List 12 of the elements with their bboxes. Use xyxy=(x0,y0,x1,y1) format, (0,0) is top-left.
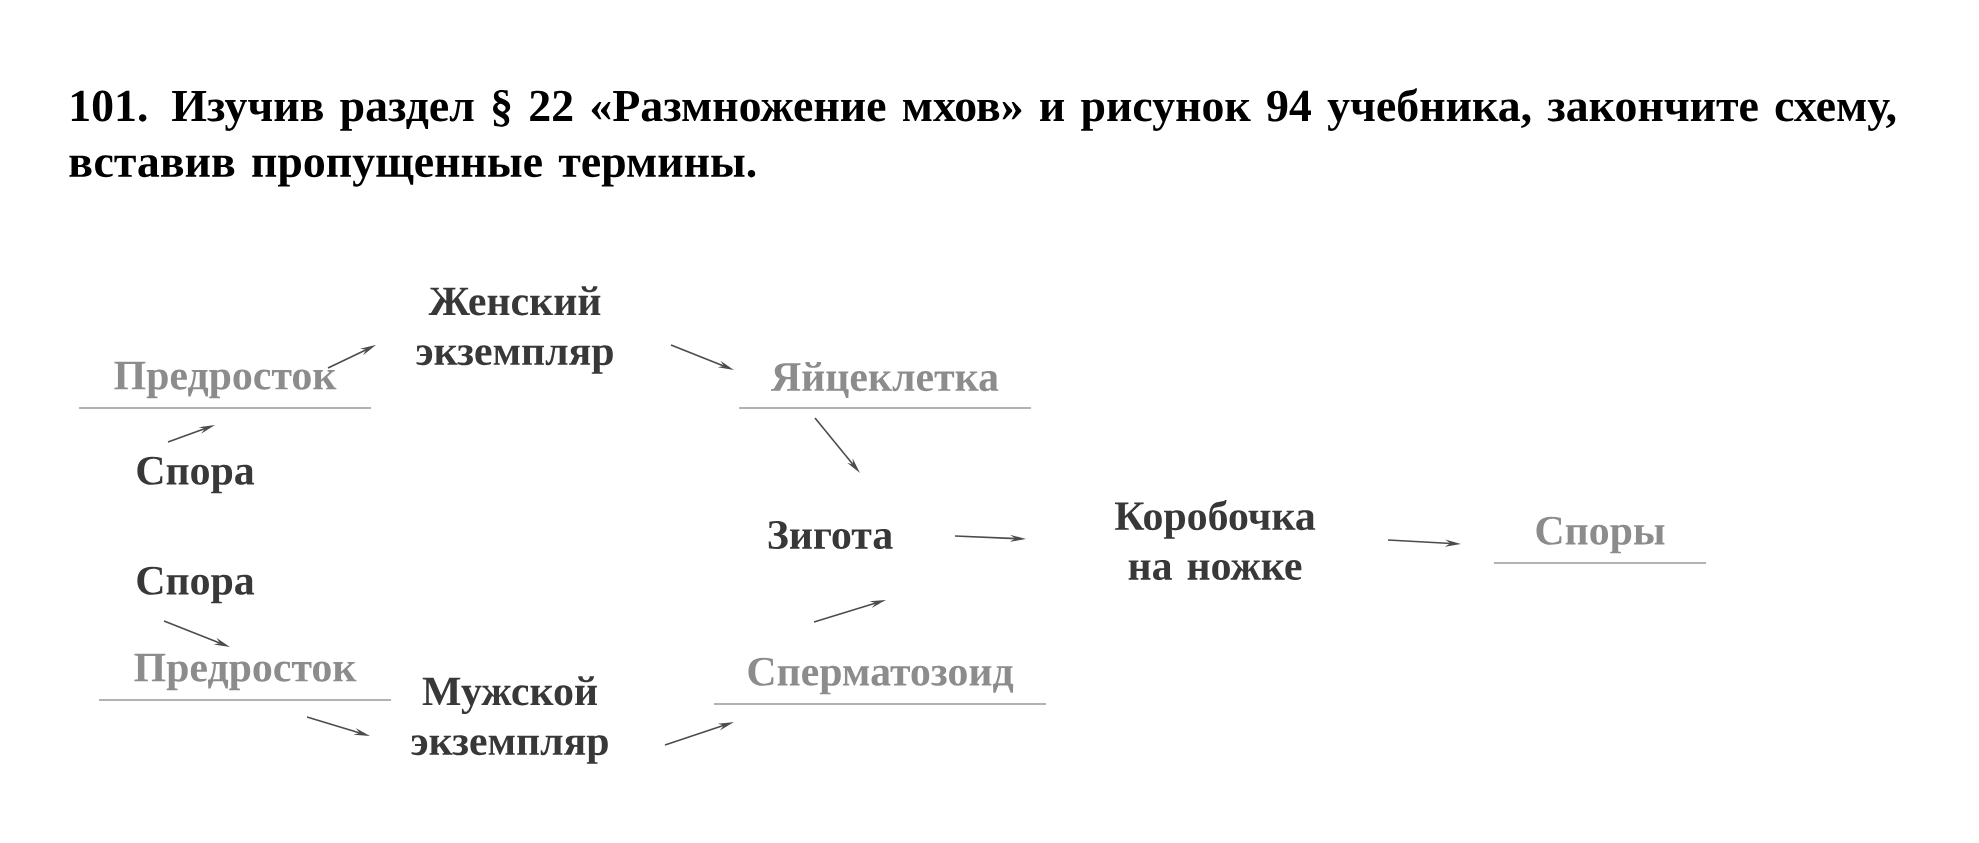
answer-text: Споры xyxy=(1493,516,1707,564)
term-text: Спора xyxy=(137,566,255,604)
term-text: Коробочка на ножке xyxy=(1114,499,1316,581)
answer-text: Предросток xyxy=(98,653,392,701)
answer-text: Яйцеклетка xyxy=(738,361,1032,409)
answer-text: Сперматозоид xyxy=(713,657,1047,705)
term-text: Мужской экземпляр xyxy=(411,676,608,764)
term-text: Спора xyxy=(137,456,255,494)
title: 101. Изучив раздел § 22 «Размножение мхов» и рисунок 94 учебника, закончите схему, вставив пропущенные термины. xyxy=(69,88,1896,187)
term-text: Зигота xyxy=(768,520,893,550)
term-text: Женский экземпляр xyxy=(416,286,613,374)
answer-text: Предросток xyxy=(78,361,372,409)
